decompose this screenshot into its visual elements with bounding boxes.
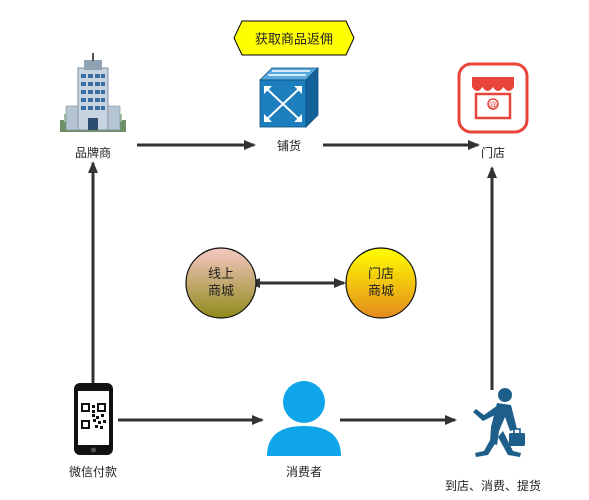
storefront-icon: @: [457, 62, 529, 134]
svg-text:@: @: [489, 100, 497, 109]
store-mall-label: 门店 商城: [368, 266, 394, 300]
banner-label: 获取商品返佣: [254, 32, 334, 48]
store-label: 门店: [480, 146, 506, 160]
wechat-pay-label: 微信付款: [68, 465, 118, 479]
office-building-icon: [60, 53, 126, 132]
person-user-icon: [267, 381, 341, 456]
online-mall-line2: 商城: [207, 284, 235, 299]
network-switch-icon: [259, 67, 319, 128]
online-mall-circle: [185, 247, 257, 319]
store-mall-line2: 商城: [367, 284, 395, 299]
banner-shape: [233, 20, 355, 56]
distribution-label: 铺货: [276, 139, 302, 153]
visit-label: 到店、消费、提货: [444, 479, 542, 493]
online-mall-label: 线上 商城: [208, 266, 234, 300]
qr-code-phone-icon: [74, 383, 113, 455]
brand-label: 品牌商: [74, 146, 112, 160]
consumer-label: 消费者: [285, 465, 323, 479]
store-mall-line1: 门店: [367, 267, 395, 282]
walking-businessman-icon: [473, 388, 525, 457]
online-mall-line1: 线上: [207, 267, 235, 282]
store-mall-circle: [345, 247, 417, 319]
